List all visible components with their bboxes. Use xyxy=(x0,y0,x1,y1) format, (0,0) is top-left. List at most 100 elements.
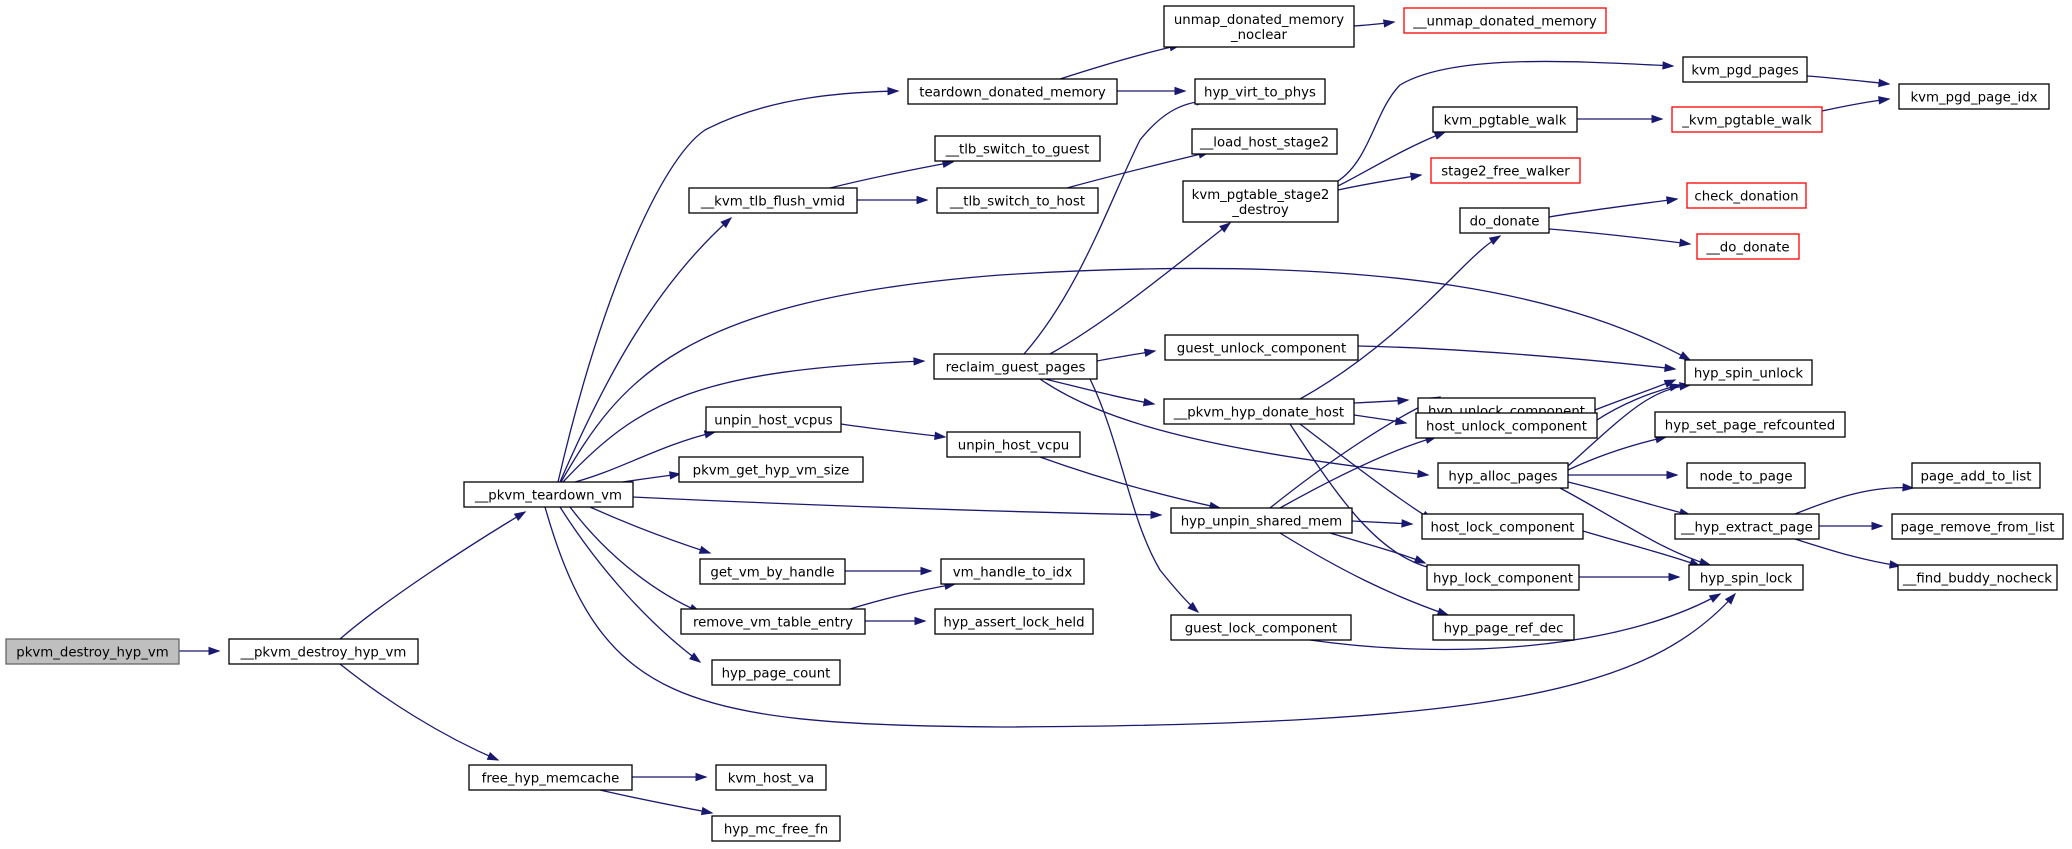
node-__find_buddy_nocheck[interactable]: __find_buddy_nocheck xyxy=(1897,564,2058,591)
node-box[interactable] xyxy=(705,406,842,433)
node-box[interactable] xyxy=(934,135,1101,162)
node-hyp_spin_unlock[interactable]: hyp_spin_unlock xyxy=(1684,359,1813,386)
node-hyp_spin_lock[interactable]: hyp_spin_lock xyxy=(1688,564,1804,591)
node-box[interactable] xyxy=(1437,462,1569,489)
arrowhead-icon xyxy=(934,431,947,440)
node-box[interactable] xyxy=(468,764,633,791)
node-box[interactable] xyxy=(228,638,419,665)
node-pkvm_get_hyp_vm_size[interactable]: pkvm_get_hyp_vm_size xyxy=(678,456,864,483)
node-__pkvm_destroy_hyp_vm[interactable]: __pkvm_destroy_hyp_vm xyxy=(228,638,419,665)
node-stage2_free_walker[interactable]: stage2_free_walker xyxy=(1430,157,1581,184)
node-unpin_host_vcpus[interactable]: unpin_host_vcpus xyxy=(705,406,842,433)
node-box[interactable] xyxy=(1654,411,1846,438)
node-__kvm_tlb_flush_vmid[interactable]: __kvm_tlb_flush_vmid xyxy=(688,187,858,214)
node-host_lock_component[interactable]: host_lock_component xyxy=(1421,513,1584,540)
node-__hyp_extract_page[interactable]: __hyp_extract_page xyxy=(1674,513,1820,540)
node-__unmap_donated_memory[interactable]: __unmap_donated_memory xyxy=(1403,7,1607,34)
node-box[interactable] xyxy=(936,187,1099,214)
node-node_to_page[interactable]: node_to_page xyxy=(1686,462,1806,489)
node-teardown_donated_memory[interactable]: teardown_donated_memory xyxy=(907,78,1118,105)
node-box[interactable] xyxy=(1684,359,1813,386)
node-box[interactable] xyxy=(688,187,858,214)
node-page_remove_from_list[interactable]: page_remove_from_list xyxy=(1891,513,2064,540)
node-kvm_pgd_page_idx[interactable]: kvm_pgd_page_idx xyxy=(1898,83,2050,110)
node-kvm_pgtable_walk[interactable]: kvm_pgtable_walk xyxy=(1432,106,1578,133)
node-hyp_alloc_pages[interactable]: hyp_alloc_pages xyxy=(1437,462,1569,489)
node-box[interactable] xyxy=(1415,412,1598,439)
node-check_donation[interactable]: check_donation xyxy=(1686,182,1807,209)
node-box[interactable] xyxy=(1696,233,1800,260)
node-box[interactable] xyxy=(1911,462,2041,489)
node-guest_unlock_component[interactable]: guest_unlock_component xyxy=(1164,334,1359,361)
node-get_vm_by_handle[interactable]: get_vm_by_handle xyxy=(699,558,846,585)
node-host_unlock_component[interactable]: host_unlock_component xyxy=(1415,412,1598,439)
node-box[interactable] xyxy=(5,638,180,665)
node-box[interactable] xyxy=(1191,128,1338,155)
node-box[interactable] xyxy=(1194,78,1326,105)
node-hyp_page_ref_dec[interactable]: hyp_page_ref_dec xyxy=(1432,614,1575,641)
node-box[interactable] xyxy=(711,659,841,686)
node-box[interactable] xyxy=(699,558,846,585)
node-__pkvm_hyp_donate_host[interactable]: __pkvm_hyp_donate_host xyxy=(1163,398,1355,425)
node-box[interactable] xyxy=(1686,182,1807,209)
node-vm_handle_to_idx[interactable]: vm_handle_to_idx xyxy=(940,558,1085,585)
node-page_add_to_list[interactable]: page_add_to_list xyxy=(1911,462,2041,489)
node-box[interactable] xyxy=(1432,106,1578,133)
node-kvm_pgd_pages[interactable]: kvm_pgd_pages xyxy=(1682,56,1808,83)
node-unpin_host_vcpu[interactable]: unpin_host_vcpu xyxy=(946,431,1081,458)
node-box[interactable] xyxy=(1163,398,1355,425)
node-remove_vm_table_entry[interactable]: remove_vm_table_entry xyxy=(680,608,866,635)
node-hyp_lock_component[interactable]: hyp_lock_component xyxy=(1426,564,1580,591)
node-box[interactable] xyxy=(946,431,1081,458)
node-box[interactable] xyxy=(1686,462,1806,489)
node-box[interactable] xyxy=(1170,614,1352,641)
node-box[interactable] xyxy=(1430,157,1581,184)
node-_kvm_pgtable_walk[interactable]: _kvm_pgtable_walk xyxy=(1671,106,1823,133)
node-hyp_mc_free_fn[interactable]: hyp_mc_free_fn xyxy=(711,815,841,842)
node-box[interactable] xyxy=(1163,5,1355,48)
node-kvm_pgtable_stage2_destroy[interactable]: kvm_pgtable_stage2_destroy xyxy=(1182,180,1339,223)
node-box[interactable] xyxy=(711,815,841,842)
node-box[interactable] xyxy=(1891,513,2064,540)
node-box[interactable] xyxy=(715,764,827,791)
node-box[interactable] xyxy=(463,481,634,508)
node-do_donate[interactable]: do_donate xyxy=(1459,207,1550,234)
node-box[interactable] xyxy=(933,353,1098,380)
node-box[interactable] xyxy=(1688,564,1804,591)
node-hyp_page_count[interactable]: hyp_page_count xyxy=(711,659,841,686)
node-box[interactable] xyxy=(1682,56,1808,83)
node-box[interactable] xyxy=(1897,564,2058,591)
node-box[interactable] xyxy=(907,78,1118,105)
node-hyp_unpin_shared_mem[interactable]: hyp_unpin_shared_mem xyxy=(1170,507,1353,534)
node-pkvm_destroy_hyp_vm[interactable]: pkvm_destroy_hyp_vm xyxy=(5,638,180,665)
node-box[interactable] xyxy=(940,558,1085,585)
node-box[interactable] xyxy=(680,608,866,635)
node-box[interactable] xyxy=(1432,614,1575,641)
node-reclaim_guest_pages[interactable]: reclaim_guest_pages xyxy=(933,353,1098,380)
node-__pkvm_teardown_vm[interactable]: __pkvm_teardown_vm xyxy=(463,481,634,508)
node-__do_donate[interactable]: __do_donate xyxy=(1696,233,1800,260)
node-box[interactable] xyxy=(1459,207,1550,234)
node-box[interactable] xyxy=(934,608,1094,635)
node-box[interactable] xyxy=(1164,334,1359,361)
node-box[interactable] xyxy=(1170,507,1353,534)
node-hyp_virt_to_phys[interactable]: hyp_virt_to_phys xyxy=(1194,78,1326,105)
node-hyp_set_page_refcounted[interactable]: hyp_set_page_refcounted xyxy=(1654,411,1846,438)
node-box[interactable] xyxy=(1426,564,1580,591)
node-box[interactable] xyxy=(1671,106,1823,133)
node-__tlb_switch_to_host[interactable]: __tlb_switch_to_host xyxy=(936,187,1099,214)
node-hyp_assert_lock_held[interactable]: hyp_assert_lock_held xyxy=(934,608,1094,635)
node-unmap_donated_memory_noclear[interactable]: unmap_donated_memory_noclear xyxy=(1163,5,1355,48)
node-free_hyp_memcache[interactable]: free_hyp_memcache xyxy=(468,764,633,791)
node-box[interactable] xyxy=(1403,7,1607,34)
node-box[interactable] xyxy=(1421,513,1584,540)
node-__tlb_switch_to_guest[interactable]: __tlb_switch_to_guest xyxy=(934,135,1101,162)
node-box[interactable] xyxy=(1182,180,1339,223)
node-box[interactable] xyxy=(678,456,864,483)
node-kvm_host_va[interactable]: kvm_host_va xyxy=(715,764,827,791)
node-__load_host_stage2[interactable]: __load_host_stage2 xyxy=(1191,128,1338,155)
node-guest_lock_component[interactable]: guest_lock_component xyxy=(1170,614,1352,641)
node-box[interactable] xyxy=(1674,513,1820,540)
node-box[interactable] xyxy=(1898,83,2050,110)
node-label: pkvm_destroy_hyp_vm xyxy=(16,646,168,661)
